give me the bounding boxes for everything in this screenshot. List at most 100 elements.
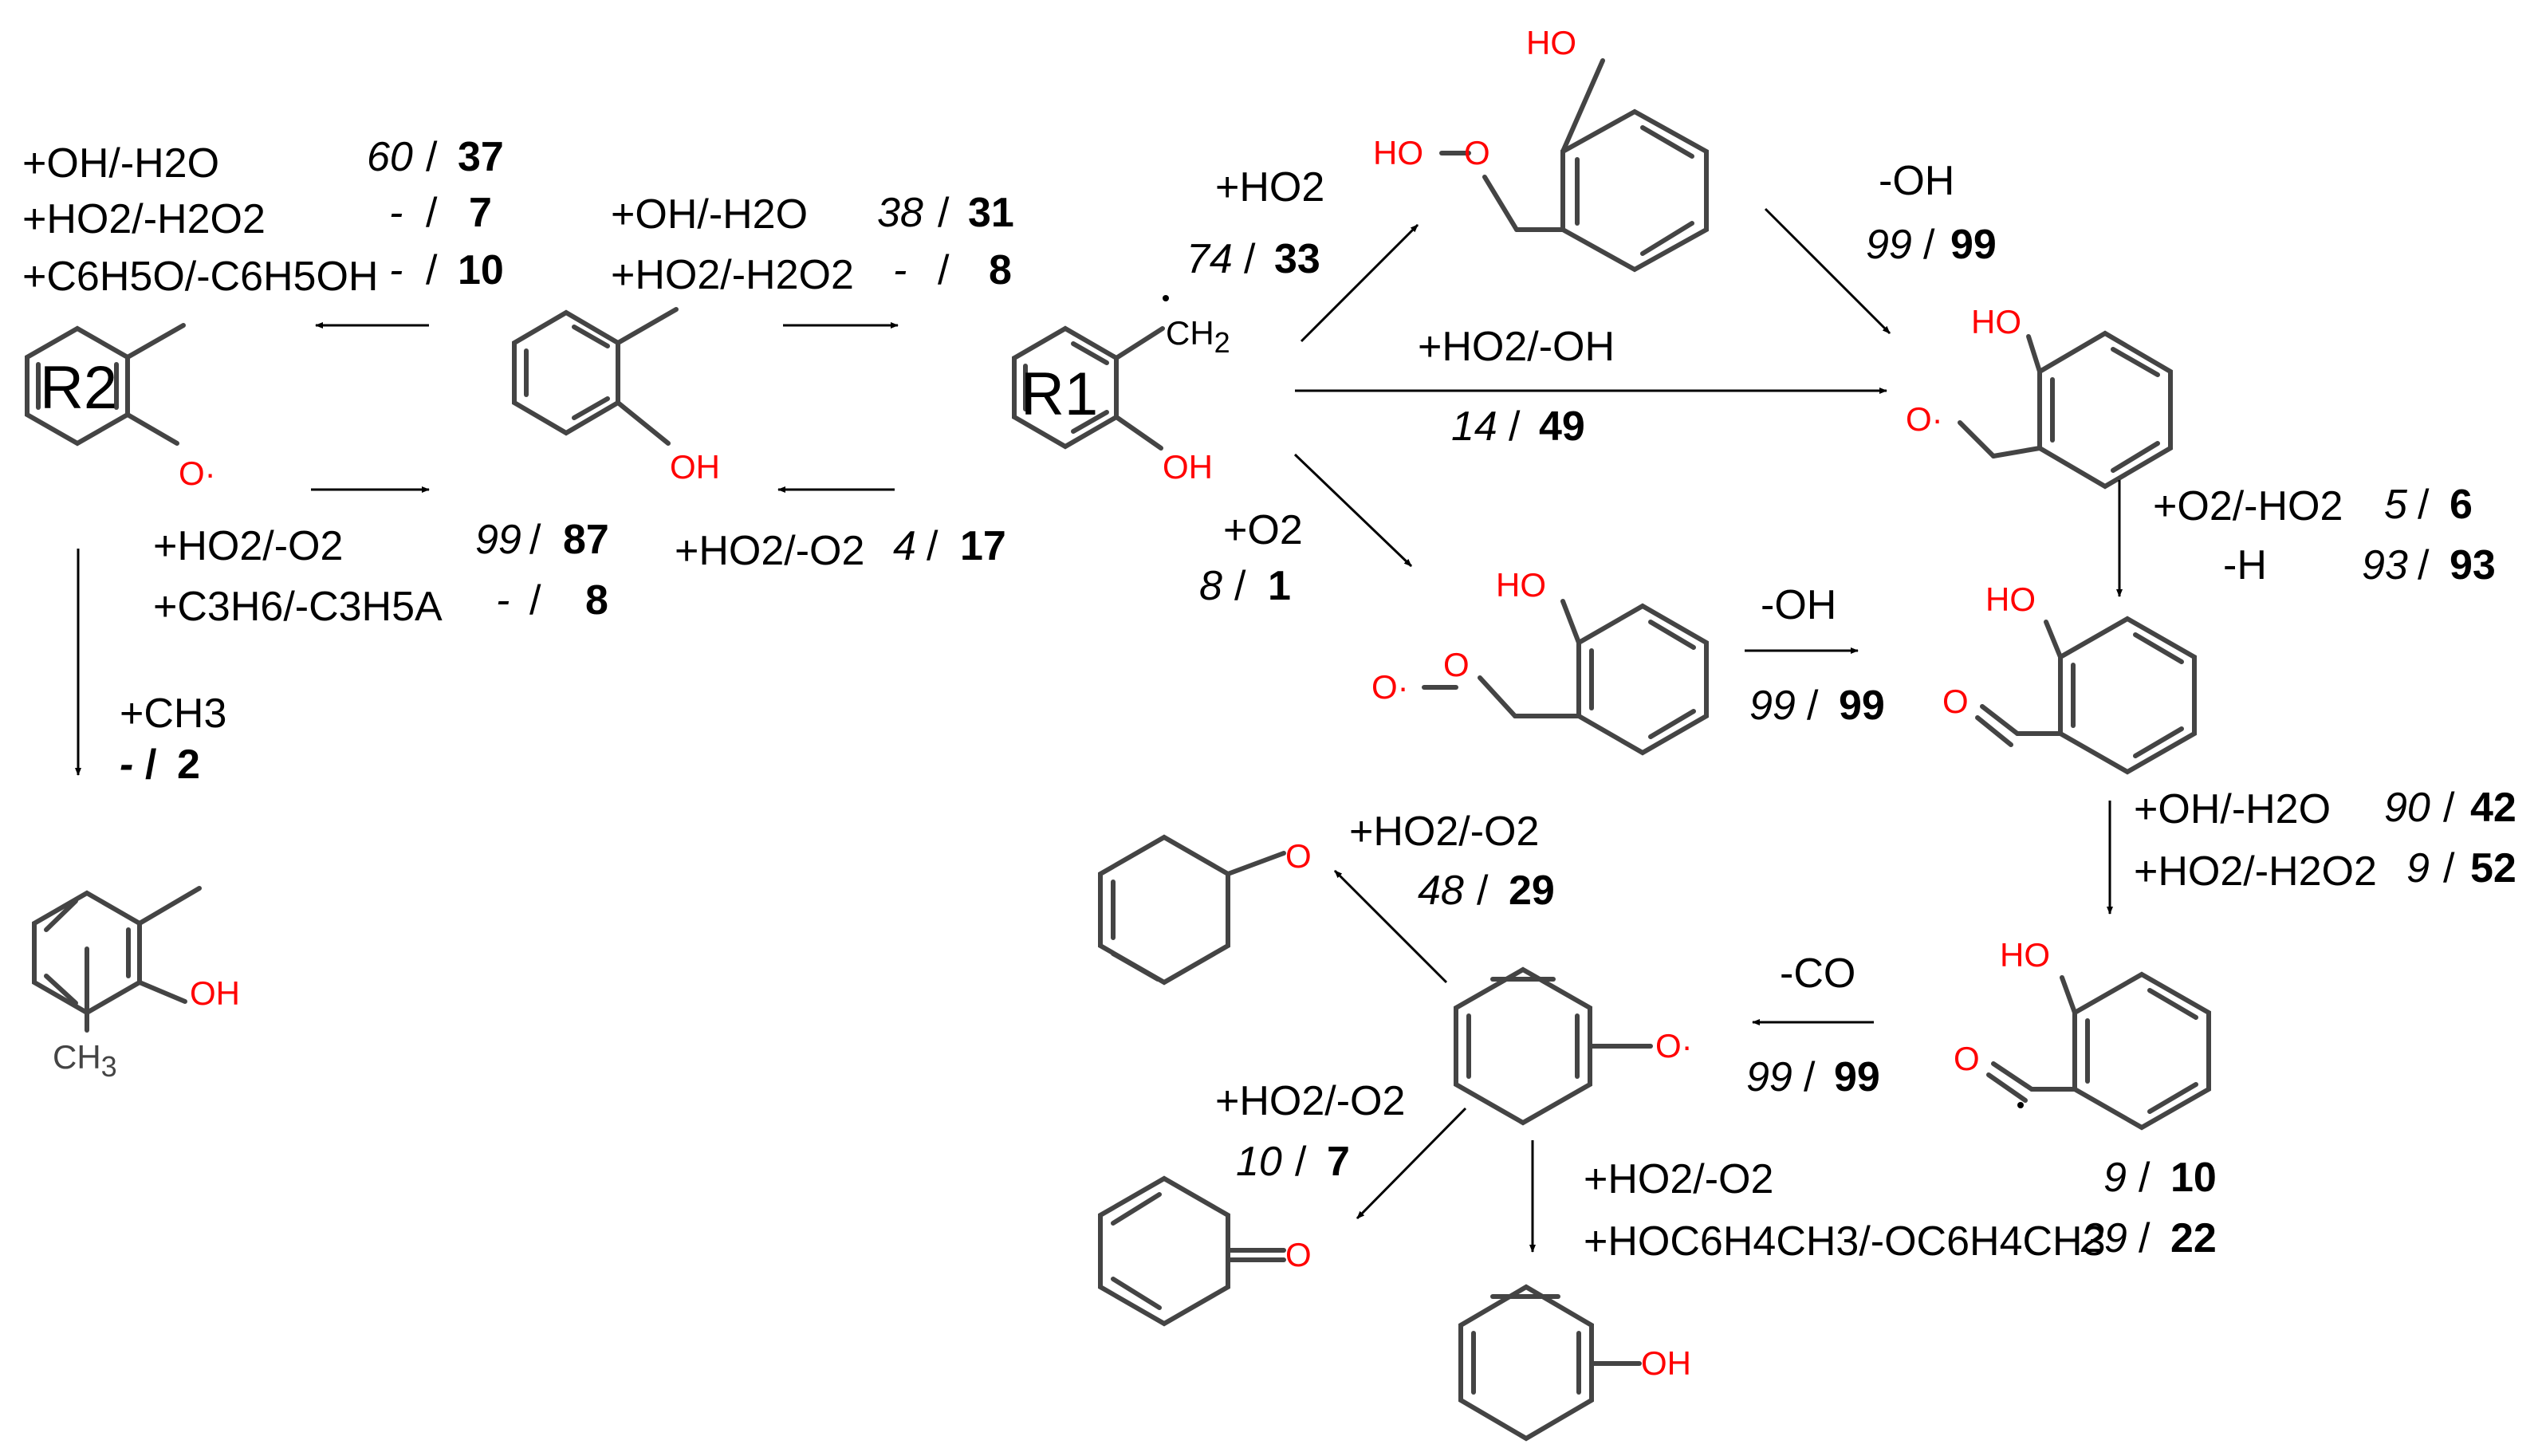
separator: / <box>426 190 438 236</box>
salicylaldehyde-structure: HO O <box>1942 580 2197 775</box>
bold-value: 52 <box>2470 845 2516 891</box>
separator: / <box>1807 683 1819 729</box>
alkoxy-labels: +O2/-HO2 5 / 6 -H 93 / 93 <box>2153 482 2496 588</box>
reaction-label: +HO2/-O2 <box>675 528 864 574</box>
italic-value: - <box>893 247 907 293</box>
ho-group: HO <box>1971 303 2021 340</box>
bold-value: 1 <box>1268 563 1291 609</box>
italic-value: 99 <box>1746 1054 1792 1100</box>
r1-radical-structure: R1 CH2 OH <box>1012 295 1230 486</box>
bold-value: 17 <box>960 523 1006 569</box>
bold-value: 99 <box>1950 222 1997 268</box>
reaction-label: +CH3 <box>120 691 226 737</box>
separator: / <box>1234 563 1246 609</box>
bold-value: 31 <box>968 190 1014 236</box>
ho-group: HO <box>1526 24 1576 61</box>
separator: / <box>145 742 156 788</box>
radical-dot <box>1163 295 1169 301</box>
oxygen-atom: O <box>1464 134 1490 171</box>
italic-value: 5 <box>2384 482 2408 528</box>
italic-value: 29 <box>2080 1215 2127 1261</box>
bold-value: 6 <box>2450 482 2473 528</box>
reaction-label: +HOC6H4CH3/-OC6H4CH3 <box>1584 1218 2106 1265</box>
oxygen-atom: O <box>1443 646 1470 683</box>
r1-label: R1 <box>1021 360 1098 428</box>
reaction-label: +HO2/-H2O2 <box>22 196 266 242</box>
separator: / <box>1244 236 1256 282</box>
ch2-group: CH2 <box>1166 314 1230 359</box>
italic-value: 48 <box>1418 868 1464 914</box>
separator: / <box>2443 785 2455 831</box>
italic-value: - <box>389 190 403 236</box>
phenoxy-left-labels: +HO2/-O2 10 / 7 <box>1215 1078 1405 1185</box>
separator: / <box>529 517 541 563</box>
r2-label: R2 <box>40 354 117 422</box>
bold-value: 93 <box>2450 542 2496 588</box>
bold-value: 7 <box>469 190 492 236</box>
oxygen-atom: O <box>1942 683 1969 720</box>
radical-oxygen: O· <box>179 455 216 492</box>
r1-ho2-labels: +HO2 74 / 33 <box>1186 164 1324 282</box>
reaction-label: +OH/-H2O <box>22 140 219 187</box>
separator: / <box>2139 1215 2151 1261</box>
separator: / <box>426 134 438 180</box>
r1-back-labels: +HO2/-O2 4 / 17 <box>675 523 1006 574</box>
arrow-phenoxy-left <box>1356 1107 1467 1220</box>
ooh-oh-labels: -OH 99 / 99 <box>1866 158 1997 268</box>
separator: / <box>1509 403 1521 450</box>
reaction-label: +HO2/-O2 <box>1349 809 1539 855</box>
italic-value: 99 <box>475 517 521 563</box>
separator: / <box>2418 542 2430 588</box>
oxygen-atom: O <box>1954 1040 1980 1077</box>
reaction-label: +OH/-H2O <box>611 191 808 238</box>
r2-back-labels: +HO2/-O2 99 / 87 +C3H6/-C3H5A - / 8 <box>153 517 609 630</box>
reaction-label: -CO <box>1780 950 1855 997</box>
separator: / <box>426 247 438 293</box>
cyclohexadienone-bottom-structure: O <box>1098 1175 1312 1327</box>
alkoxy-radical-structure: HO O· <box>1906 303 2173 490</box>
co-loss-labels: -CO 99 / 99 <box>1746 950 1880 1100</box>
reaction-label: +HO2/-H2O2 <box>2134 848 2377 895</box>
ho-group: HO <box>2000 936 2050 974</box>
separator: / <box>2139 1155 2151 1201</box>
hydroperoxide-structure: HO HO O <box>1373 24 1709 273</box>
bold-value: 8 <box>989 247 1012 293</box>
separator: / <box>927 523 939 569</box>
bold-value: 99 <box>1834 1054 1880 1100</box>
oh-group: OH <box>670 448 720 486</box>
arrow-r1-ho2 <box>1300 223 1419 343</box>
italic-value: - <box>389 247 403 293</box>
reaction-label: +HO2/-O2 <box>153 523 343 569</box>
italic-value: 38 <box>877 190 923 236</box>
reaction-arrows <box>75 207 2123 1253</box>
oxygen-atom: O <box>1285 1236 1312 1273</box>
r2-formation-labels: +OH/-H2O 60 / 37 +HO2/-H2O2 - / 7 +C6H5O… <box>22 134 504 300</box>
reaction-label: -OH <box>1761 582 1836 628</box>
oo-oh-labels: -OH 99 / 99 <box>1749 582 1885 729</box>
bold-value: 10 <box>458 247 504 293</box>
italic-value: 9 <box>2406 845 2430 891</box>
bold-value: 8 <box>585 577 608 624</box>
italic-value: 8 <box>1199 563 1222 609</box>
italic-value: 99 <box>1866 222 1912 268</box>
r1-formation-labels: +OH/-H2O 38 / 31 +HO2/-H2O2 - / 8 <box>611 190 1014 298</box>
separator: / <box>938 190 950 236</box>
ho-group: HO <box>1985 580 2036 618</box>
reaction-label: +HO2/-H2O2 <box>611 252 854 298</box>
bold-value: 99 <box>1839 683 1885 729</box>
bold-value: 87 <box>563 517 609 563</box>
reaction-label: +OH/-H2O <box>2134 786 2331 832</box>
separator: / <box>2418 482 2430 528</box>
reaction-label: -OH <box>1879 158 1954 204</box>
arrow-phenoxy-top <box>1333 869 1448 984</box>
phenoxy-top-labels: +HO2/-O2 48 / 29 <box>1349 809 1555 914</box>
bold-value: 42 <box>2470 785 2516 831</box>
peroxy-radical-structure: HO O· O <box>1371 566 1709 756</box>
phenoxy-radical-structure: O· <box>1454 966 1693 1126</box>
separator: / <box>1295 1139 1307 1185</box>
reaction-label: +HO2/-OH <box>1418 324 1615 370</box>
o-cresol-structure: OH <box>512 307 720 486</box>
acyl-radical-structure: HO O <box>1954 936 2211 1131</box>
reaction-label: +O2/-HO2 <box>2153 483 2343 529</box>
